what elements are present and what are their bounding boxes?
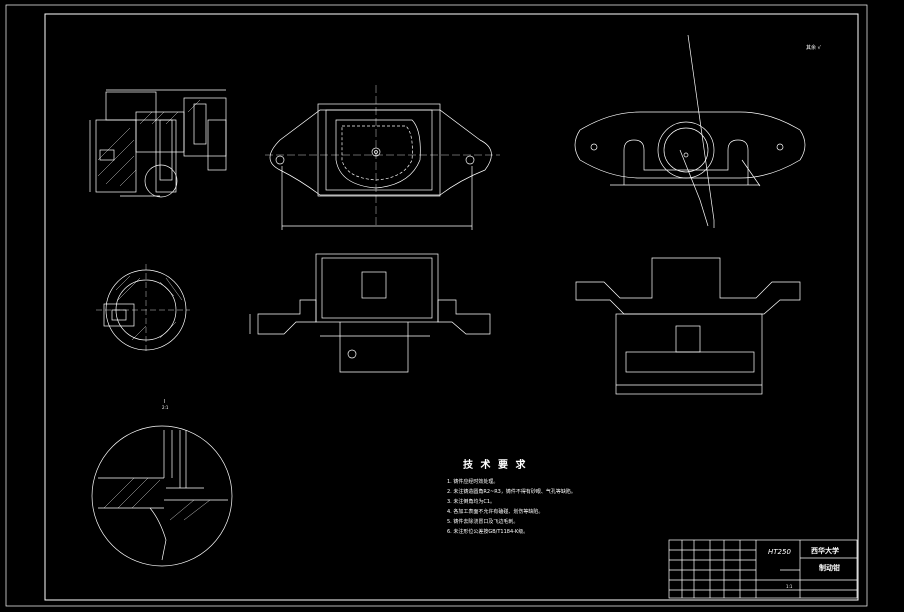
front-view-center	[249, 253, 491, 373]
tech-requirement-item: 2. 未注铸造圆角R2~R3，铸件不得有砂眼、气孔等缺陷。	[447, 489, 576, 495]
top-view-center	[265, 85, 500, 230]
tech-requirement-item: 5. 铸件去除浇冒口及飞边毛刺。	[447, 519, 519, 525]
title-block-school: 西华大学	[811, 547, 839, 555]
roughness-note: 其余 √	[806, 45, 821, 51]
detail-scale: 2:1	[162, 405, 169, 410]
section-view-top-left	[89, 89, 227, 198]
tech-requirement-item: 3. 未注倒角均为C1。	[447, 499, 496, 505]
outer-border	[5, 4, 868, 607]
title-block-scale: 1:1	[786, 584, 793, 589]
top-view-right	[574, 34, 806, 228]
inner-border	[44, 13, 859, 601]
tech-requirement-item: 4. 各加工表面不允许有磕碰、划伤等缺陷。	[447, 509, 544, 515]
title-block-part-name: 制动钳	[819, 564, 840, 572]
tech-requirements-title: 技 术 要 求	[463, 460, 528, 471]
round-section-middle-left	[96, 264, 190, 354]
front-view-right	[575, 257, 801, 395]
title-block-material: HT250	[768, 548, 791, 556]
detail-label: I	[164, 399, 166, 405]
tech-requirement-item: 6. 未注形位公差按GB/T1184-K级。	[447, 529, 529, 535]
title-block	[668, 539, 858, 599]
detail-view-I	[91, 425, 233, 567]
tech-requirement-item: 1. 铸件应经时效处理。	[447, 479, 499, 485]
